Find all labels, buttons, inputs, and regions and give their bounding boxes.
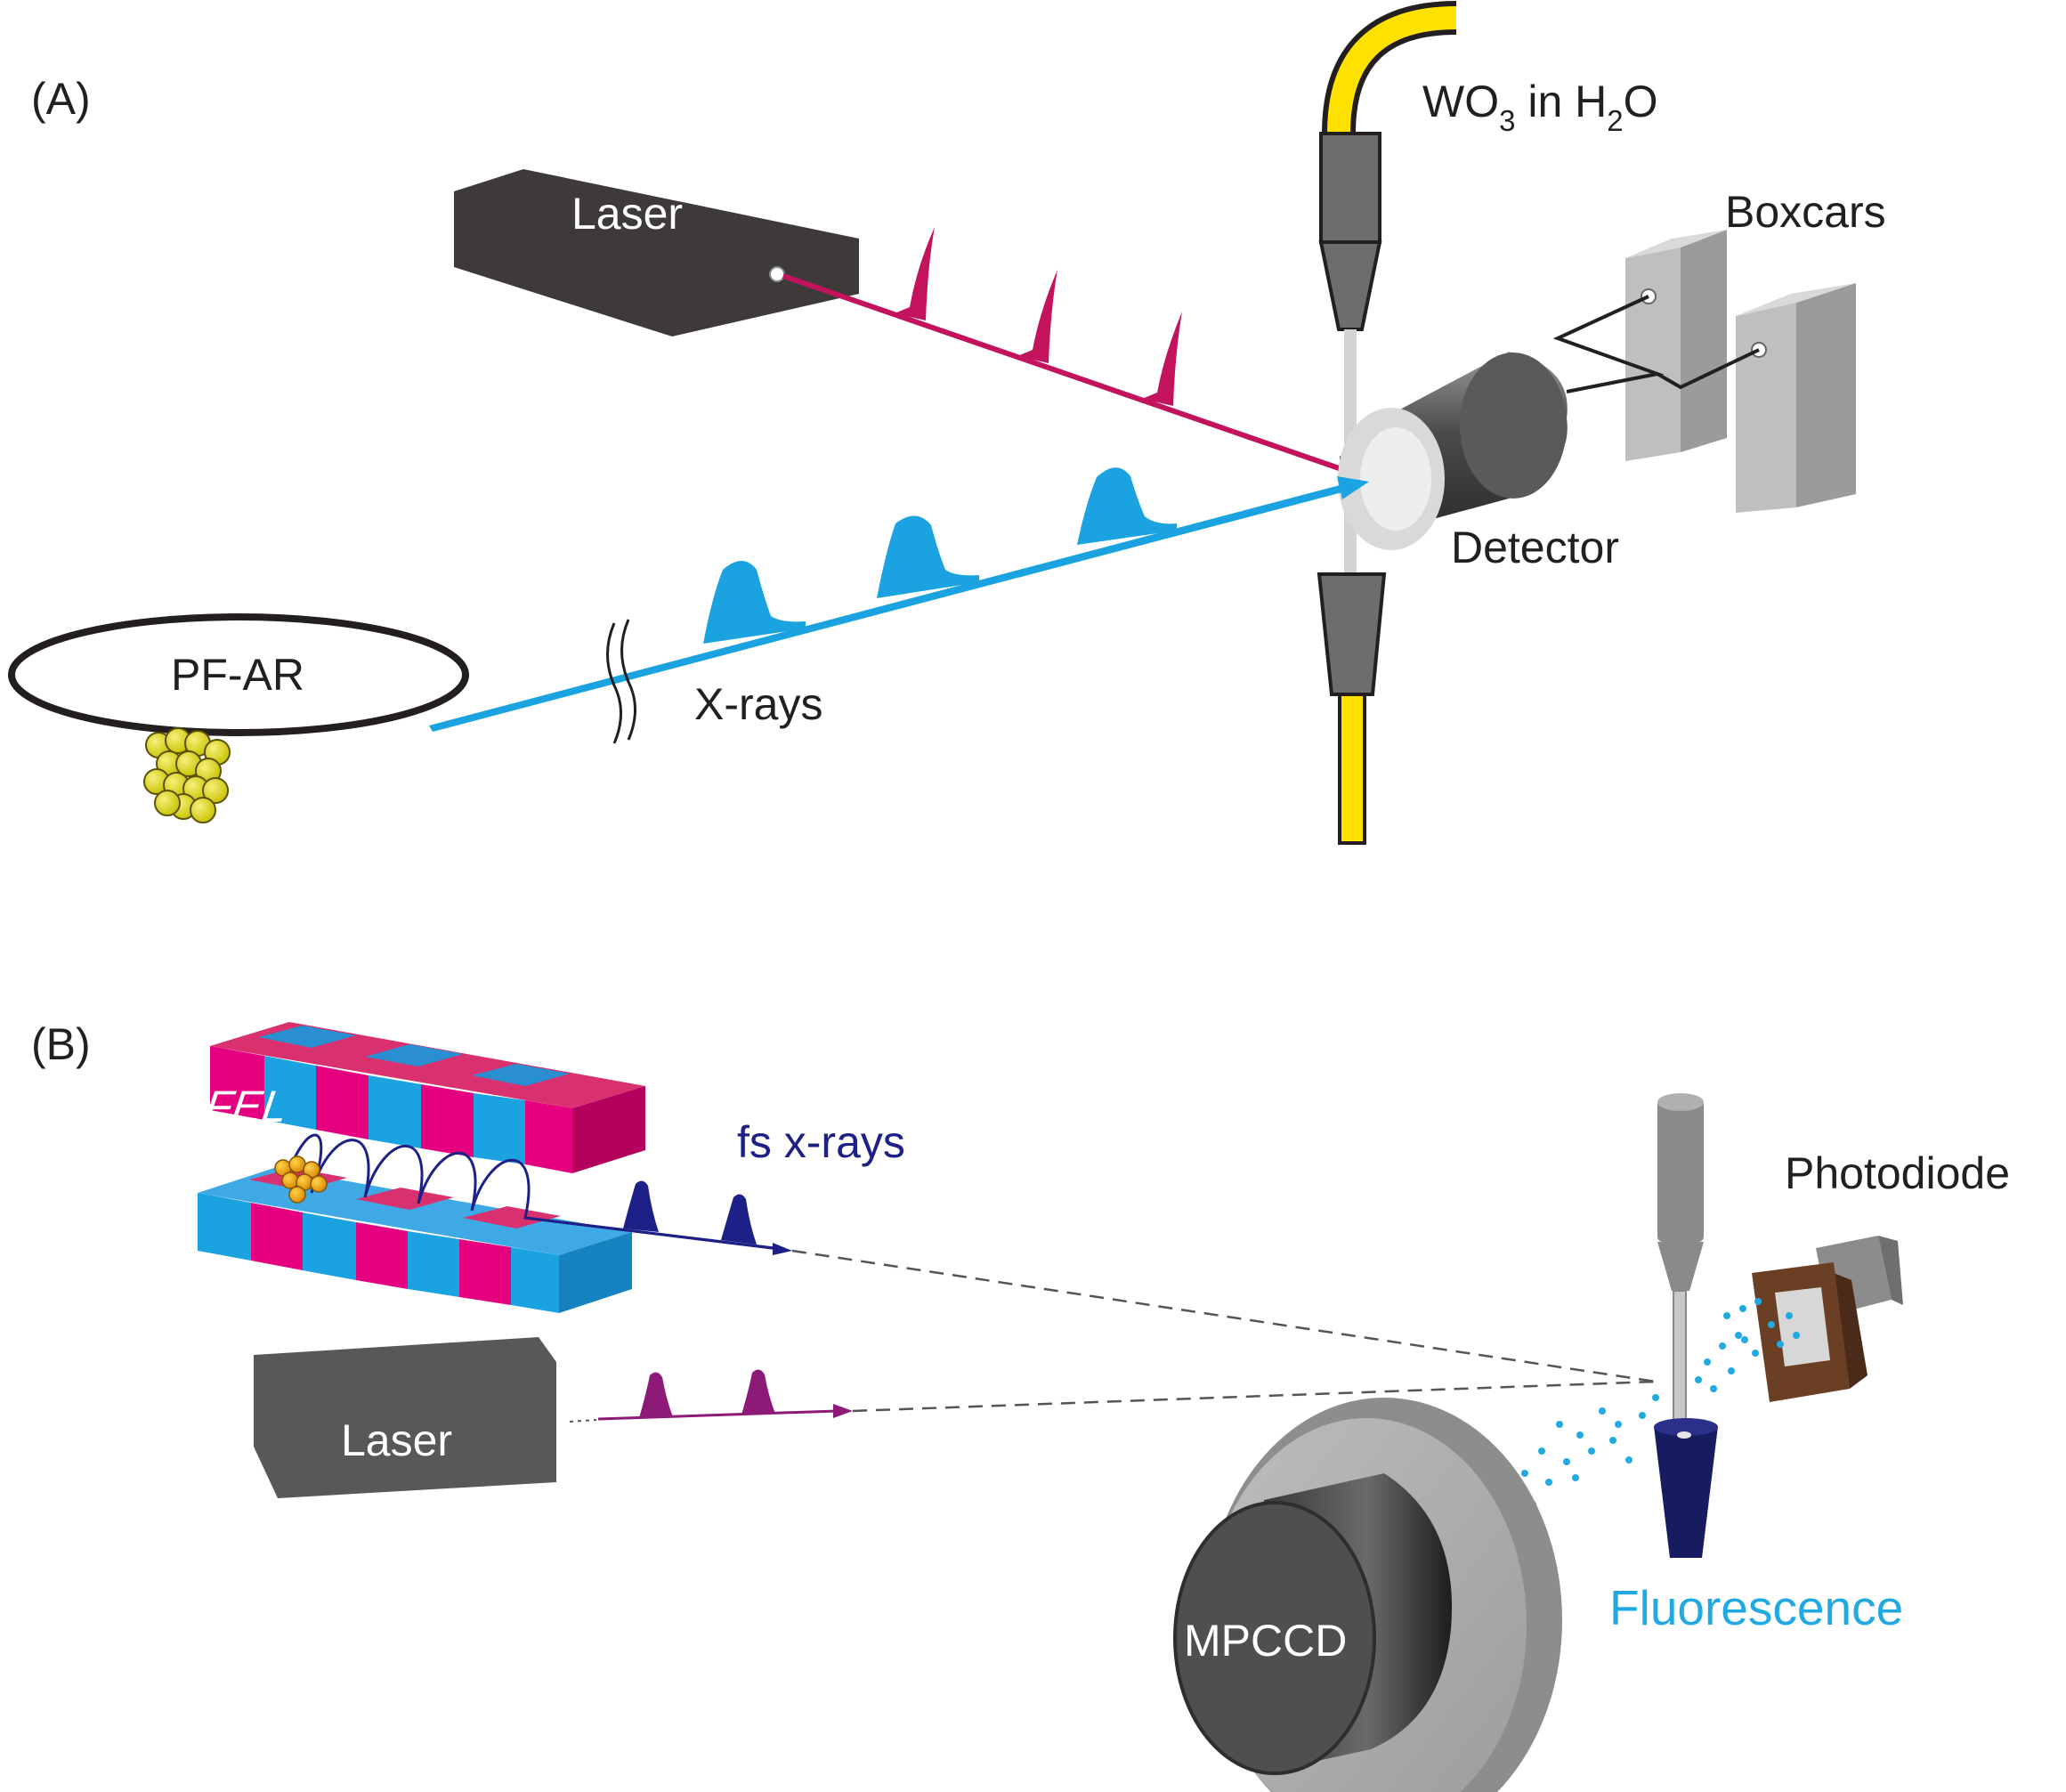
pf-ar-ring: PF-AR xyxy=(8,613,469,823)
laser-pulse-2 xyxy=(1017,270,1057,363)
boxcars: Boxcars xyxy=(1552,187,1886,513)
xray-beam-a: X-rays xyxy=(429,467,1369,744)
mpccd-label: MPCCD xyxy=(1184,1616,1347,1666)
xray-beam-arrowhead xyxy=(1337,476,1369,499)
ring-label: PF-AR xyxy=(171,650,304,700)
fs-xray-label: fs x-rays xyxy=(737,1117,905,1167)
mpccd-detector: MPCCD xyxy=(1173,1398,1562,1792)
sample-label: WO3 in H2O xyxy=(1422,77,1658,137)
xfel-label: XFEL xyxy=(171,1082,290,1131)
storage-ring xyxy=(8,613,469,736)
xray-pulse-3 xyxy=(1077,467,1177,545)
fs-pulse-2 xyxy=(721,1194,757,1245)
panel-a-tag: (A) xyxy=(31,74,91,124)
panel-b: (B) XFEL xyxy=(31,1019,2010,1792)
photodiode-label: Photodiode xyxy=(1785,1148,2010,1198)
boxcar-1-side xyxy=(1681,230,1727,452)
undulator-lower xyxy=(198,1168,632,1313)
fs-xray-dashed-path xyxy=(791,1249,1657,1383)
boxcar-2-top xyxy=(1736,283,1856,316)
electron-bunch-b xyxy=(274,1155,328,1204)
beam-break-mark xyxy=(606,619,636,744)
signal-cable-2 xyxy=(1657,348,1760,390)
upper-nozzle xyxy=(1319,132,1381,244)
upper-nozzle-tip xyxy=(1318,240,1382,331)
jet-b-nozzle-tip xyxy=(1657,1242,1704,1291)
xray-label: X-rays xyxy=(694,679,822,729)
jet-b-catcher xyxy=(1654,1426,1718,1558)
laser-b-pulse-2 xyxy=(741,1369,775,1415)
detector-back-face xyxy=(1460,353,1567,499)
signal-cable xyxy=(1552,295,1665,393)
laser-beam-line xyxy=(782,273,1345,473)
laser-b-body xyxy=(254,1337,556,1498)
xray-pulse-2 xyxy=(877,515,979,598)
boxcars-label: Boxcars xyxy=(1725,187,1886,237)
undulator-upper-side xyxy=(572,1086,645,1173)
undulator-lower-side xyxy=(559,1232,632,1313)
photodiode-body-side xyxy=(1834,1273,1868,1389)
undulator-upper: XFEL xyxy=(171,1022,645,1173)
laser-a-aperture xyxy=(769,266,785,282)
fs-xray-beam: fs x-rays xyxy=(524,1117,1657,1383)
laser-pulse-1 xyxy=(895,227,935,320)
laser-b-pulse-1 xyxy=(639,1372,673,1418)
fluorescence-emission xyxy=(1501,1298,1800,1537)
lower-nozzle xyxy=(1317,572,1387,696)
laser-a: Laser xyxy=(454,169,859,337)
jet-b-nozzle-top xyxy=(1657,1099,1704,1242)
photodiode-sensor xyxy=(1775,1287,1830,1366)
xray-beam-line xyxy=(429,485,1342,732)
boxcar-2-side xyxy=(1796,283,1856,507)
outlet-tube xyxy=(1338,693,1366,845)
panel-b-tag: (B) xyxy=(31,1019,91,1069)
laser-b-label: Laser xyxy=(341,1415,452,1465)
xray-pulse-1 xyxy=(703,561,806,644)
sample-jet-a: WO3 in H2O xyxy=(1317,1,1658,845)
laser-a-label: Laser xyxy=(571,189,683,239)
undulator-lower-front xyxy=(198,1193,559,1313)
laser-b-dotted xyxy=(569,1419,597,1423)
boxcar-1-front xyxy=(1625,247,1681,461)
laser-b-beam xyxy=(597,1409,838,1421)
sample-jet-b xyxy=(1654,1093,1718,1558)
detector-a: Detector xyxy=(1338,352,1619,572)
panel-a: (A) Laser WO3 in H2O xyxy=(8,1,1886,845)
mpccd-face xyxy=(1173,1501,1376,1775)
laser-a-body xyxy=(454,169,859,337)
jet-b-stream xyxy=(1673,1290,1687,1425)
fs-xray-arrowhead xyxy=(773,1243,792,1255)
laser-beam-a xyxy=(782,227,1371,481)
undulator-upper-front xyxy=(210,1046,572,1173)
fs-pulse-1 xyxy=(623,1180,659,1232)
boxcar-2-front xyxy=(1736,303,1796,513)
laser-b-dashed-path xyxy=(852,1380,1657,1413)
detector-window xyxy=(1360,427,1431,531)
fs-xray-line xyxy=(524,1216,780,1251)
photodiode: Photodiode xyxy=(1752,1148,2010,1402)
detector-label: Detector xyxy=(1451,523,1619,572)
boxcar-1-top xyxy=(1625,230,1727,258)
fluorescence-label: Fluorescence xyxy=(1609,1580,1903,1635)
laser-b-arrowhead xyxy=(833,1404,853,1418)
laser-pulse-3 xyxy=(1142,312,1182,406)
electron-bunch-a xyxy=(143,727,231,823)
laser-b: Laser xyxy=(254,1337,1657,1498)
